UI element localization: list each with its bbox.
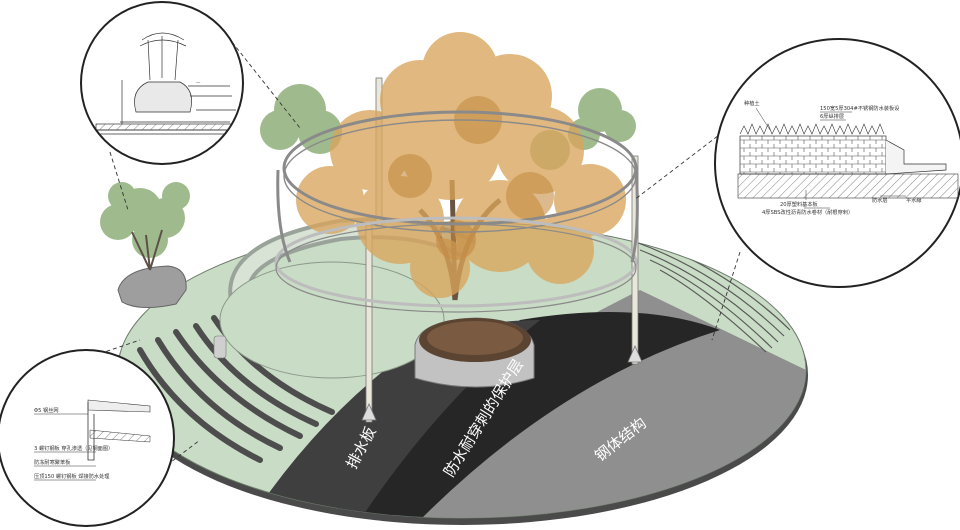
svg-text:—: — bbox=[196, 81, 201, 86]
svg-text:防冻耐寒聚苯板: 防冻耐寒聚苯板 bbox=[34, 458, 71, 466]
ring-frame bbox=[274, 110, 639, 313]
tree-planter bbox=[414, 317, 535, 388]
detail-callout-edge: 种植土 150宽5厚304#不锈钢防水装板设 6厚纵排层 20厚塑料基本板 4厚… bbox=[714, 38, 960, 288]
root-barrier-band bbox=[330, 312, 720, 518]
svg-text:压顶150 螺钉钢板 焊接防水处理: 压顶150 螺钉钢板 焊接防水处理 bbox=[34, 472, 110, 480]
detail-callout-tree-pit: — bbox=[80, 1, 244, 165]
small-planter bbox=[100, 182, 190, 308]
svg-text:6厚纵排层: 6厚纵排层 bbox=[820, 112, 844, 120]
detail-callout-seat: Φ5 钢丝网 3 螺钉钢板 穿孔渗透（见钢面图） 防冻耐寒聚苯板 压顶150 螺… bbox=[0, 349, 175, 527]
svg-text:3 螺钉钢板 穿孔渗透（见钢面图）: 3 螺钉钢板 穿孔渗透（见钢面图） bbox=[34, 444, 113, 452]
svg-text:平水線: 平水線 bbox=[906, 196, 922, 204]
svg-text:150宽5厚304#不锈钢防水装板设: 150宽5厚304#不锈钢防水装板设 bbox=[820, 104, 899, 112]
svg-text:4厚SBS改性沥青防水卷材（耐根穿刺）: 4厚SBS改性沥青防水卷材（耐根穿刺） bbox=[762, 208, 853, 216]
svg-text:Φ5 钢丝网: Φ5 钢丝网 bbox=[34, 406, 59, 414]
svg-text:防水层: 防水层 bbox=[872, 196, 888, 204]
tree-canopy bbox=[296, 32, 626, 301]
svg-text:种植土: 种植土 bbox=[744, 99, 760, 107]
svg-text:20厚塑料基本板: 20厚塑料基本板 bbox=[780, 200, 819, 208]
